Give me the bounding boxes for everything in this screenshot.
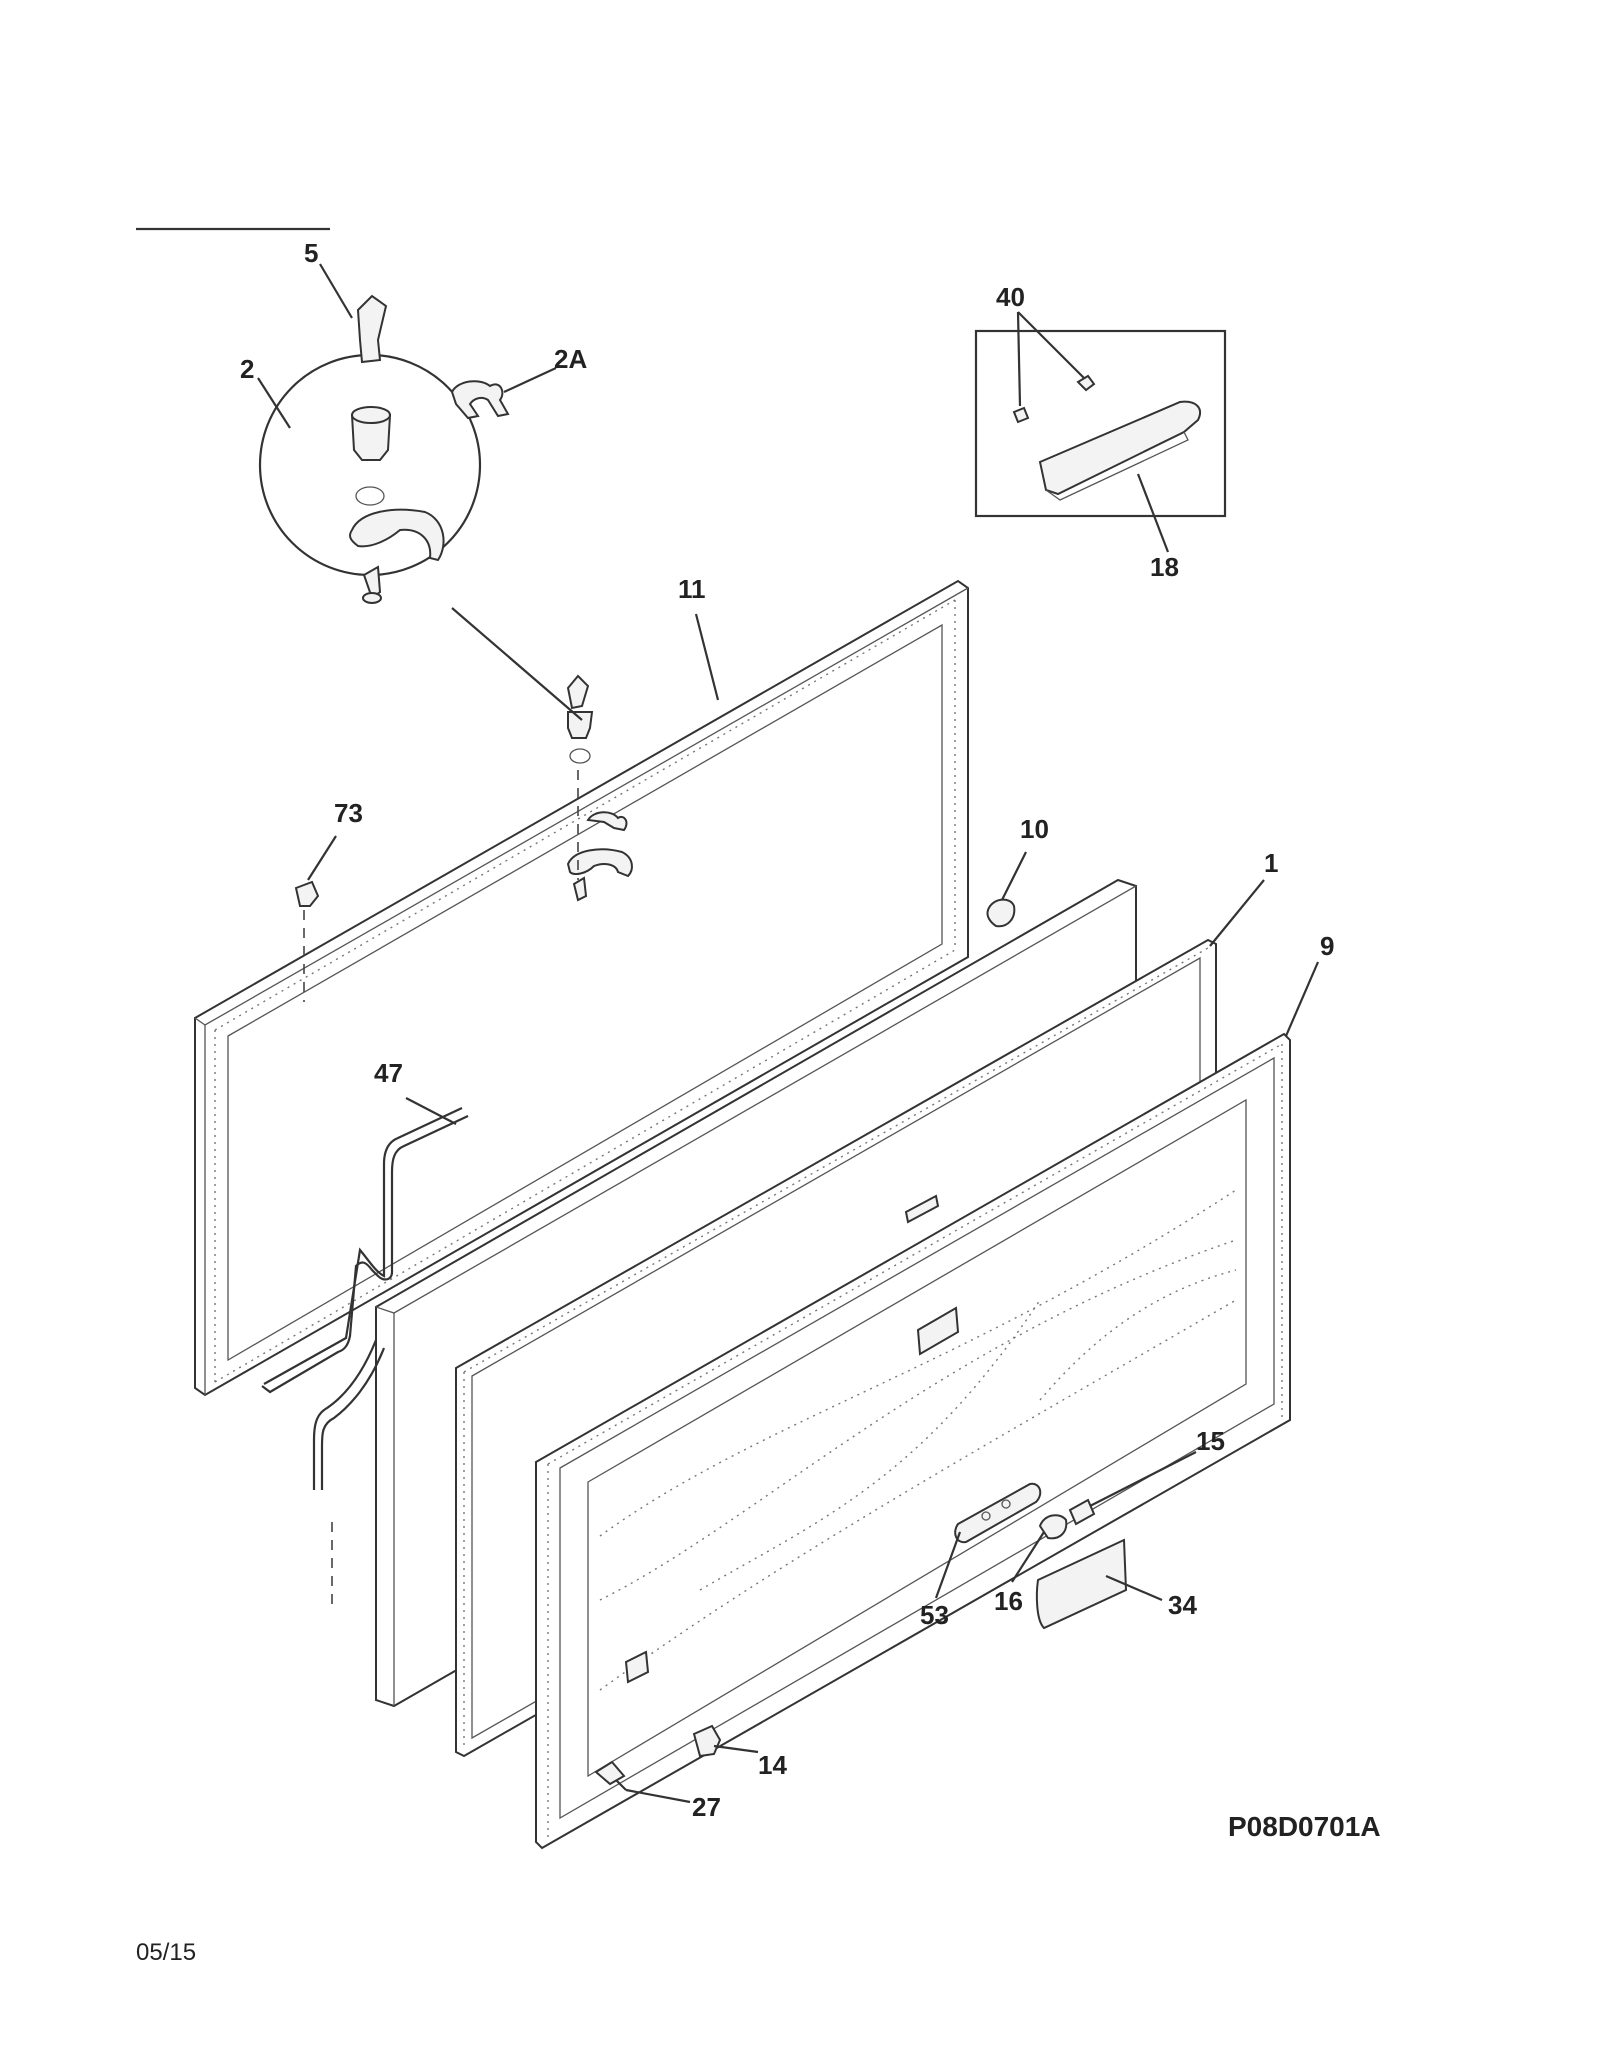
callout-1: 1: [1264, 848, 1278, 878]
callout-27: 27: [692, 1792, 721, 1822]
lamp-bulb-part: [1038, 1498, 1096, 1540]
lamp-cover-part: [1035, 1538, 1128, 1630]
lid-fastener-part: [294, 880, 320, 1002]
handle-inset-box: [974, 329, 1227, 518]
lock-detail-circle: [258, 353, 482, 604]
callout-11: 11: [678, 574, 706, 604]
callout-34: 34: [1168, 1590, 1197, 1620]
callout-15: 15: [1196, 1426, 1225, 1456]
liner-screw-part: [594, 1760, 627, 1791]
lid-outer-panel: [194, 579, 969, 1397]
callout-47: 47: [374, 1058, 403, 1088]
lid-lock-assembly: [566, 674, 633, 902]
callout-9: 9: [1320, 931, 1334, 961]
callout-10: 10: [1020, 814, 1049, 844]
callout-53: 53: [920, 1600, 949, 1630]
callout-16: 16: [994, 1586, 1023, 1616]
door-inner-liner: [535, 1032, 1291, 1850]
callout-5: 5: [304, 238, 318, 268]
drawing-code: P08D0701A: [1228, 1811, 1381, 1842]
revision-date: 05/15: [136, 1939, 196, 1966]
lid-bumper-part: [986, 898, 1016, 928]
lamp-socket-part: [954, 1482, 1042, 1544]
callout-40: 40: [996, 282, 1025, 312]
callout-73: 73: [334, 798, 363, 828]
clip-part: [450, 380, 510, 420]
key-plug-part: [356, 294, 388, 364]
callout-labels: 5 2 2A 40 18 11 73 10 1 9 47 15 53 16 34…: [240, 238, 1334, 1822]
wire-harness-part: [261, 1107, 469, 1612]
callout-2a: 2A: [554, 344, 587, 374]
callout-14: 14: [758, 1750, 787, 1780]
callout-2: 2: [240, 354, 254, 384]
callout-18: 18: [1150, 552, 1179, 582]
leader-lines: [257, 263, 1320, 1804]
